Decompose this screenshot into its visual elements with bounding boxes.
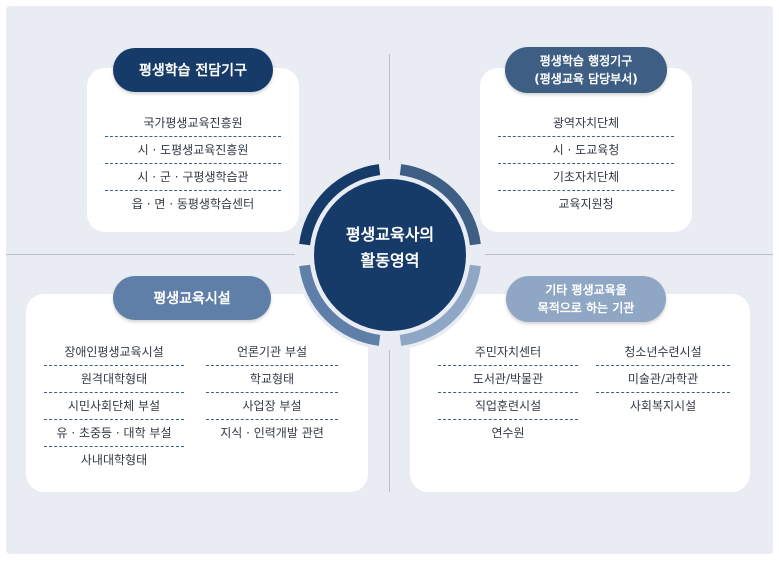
pill-title-line1: 기타 평생교육을 [545, 283, 627, 297]
list-item: 장애인평생교육시설 [44, 339, 184, 366]
pill-title-line2: (평생교육 담당부서) [534, 72, 638, 86]
pill-title: 평생학습 전담기구 [139, 63, 247, 79]
center-label-line1: 평생교육사의 [345, 225, 435, 244]
list-item: 도서관/박물관 [438, 366, 578, 393]
pill-lifelong-learning-agency: 평생학습 전담기구 [113, 48, 273, 92]
center-label: 평생교육사의 활동영역 [320, 222, 460, 274]
pill-lifelong-education-facility: 평생교육시설 [113, 276, 271, 320]
list-item: 유 · 초중등 · 대학 부설 [44, 420, 184, 447]
list-item: 청소년수련시설 [596, 339, 730, 366]
list-item: 광역자치단체 [498, 110, 674, 137]
card-other-institutions: 주민자치센터 도서관/박물관 직업훈련시설 연수원 청소년수련시설 미술관/과학… [410, 294, 750, 492]
list-item: 시 · 도평생교육진흥원 [105, 137, 281, 164]
list-item: 교육지원청 [558, 197, 614, 211]
list-item: 언론기관 부설 [206, 339, 338, 366]
list-item: 읍 · 면 · 동평생학습센터 [131, 197, 255, 211]
list-item: 원격대학형태 [44, 366, 184, 393]
arc-top-left [299, 164, 381, 246]
list-item: 기초자치단체 [498, 164, 674, 191]
pill-other-institutions: 기타 평생교육을 목적으로 하는 기관 [506, 276, 666, 322]
list-item: 사내대학형태 [80, 453, 148, 467]
list-item: 학교형태 [206, 366, 338, 393]
list-item: 사업장 부설 [206, 393, 338, 420]
list-item: 시 · 도교육청 [498, 137, 674, 164]
pill-administrative-agency: 평생학습 행정기구 (평생교육 담당부서) [505, 47, 667, 93]
center-label-line2: 활동영역 [360, 251, 420, 270]
arc-bottom-left [299, 264, 381, 346]
card-lifelong-education-facility: 장애인평생교육시설 원격대학형태 시민사회단체 부설 유 · 초중등 · 대학 … [26, 294, 368, 492]
list-item: 주민자치센터 [438, 339, 578, 366]
center-disc [314, 179, 466, 331]
list-item: 국가평생교육진흥원 [105, 110, 281, 137]
arc-bottom-right [399, 264, 481, 346]
list-item: 시민사회단체 부설 [44, 393, 184, 420]
pill-title: 평생교육시설 [153, 291, 231, 307]
list-item: 미술관/과학관 [596, 366, 730, 393]
arc-top-right [399, 164, 481, 246]
list-item: 직업훈련시설 [438, 393, 578, 420]
list-item: 지식 · 인력개발 관련 [220, 426, 324, 440]
pill-title-line2: 목적으로 하는 기관 [537, 301, 635, 315]
card-administrative-agency: 광역자치단체 시 · 도교육청 기초자치단체 교육지원청 [480, 68, 692, 232]
pill-title-line1: 평생학습 행정기구 [539, 54, 633, 68]
list-item: 연수원 [491, 426, 525, 440]
card-lifelong-learning-agency: 국가평생교육진흥원 시 · 도평생교육진흥원 시 · 군 · 구평생학습관 읍 … [87, 68, 299, 232]
list-item: 사회복지시설 [629, 399, 697, 413]
list-item: 시 · 군 · 구평생학습관 [105, 164, 281, 191]
